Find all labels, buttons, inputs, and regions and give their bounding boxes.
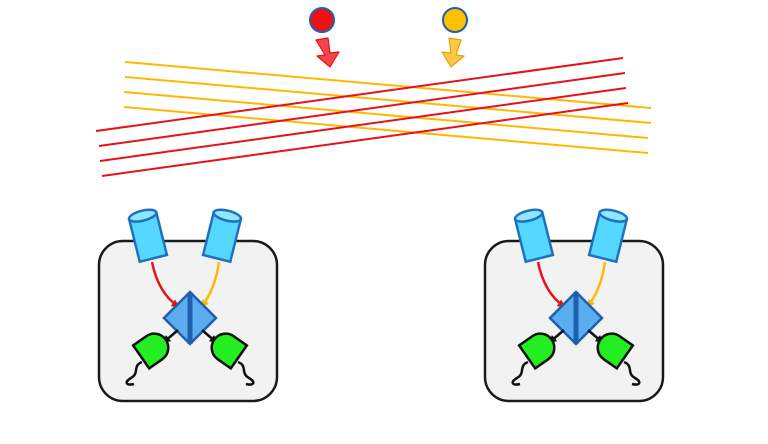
- telescope-left: [513, 208, 555, 264]
- yellow-down-arrow: [441, 37, 465, 68]
- yellow-beam-1: [124, 61, 652, 109]
- detector-left: [131, 332, 170, 371]
- telescope-right: [587, 208, 629, 264]
- red-photon: [309, 7, 335, 33]
- yellow-input-arrow: [586, 261, 607, 308]
- detector-right-cable: [237, 360, 255, 386]
- red-input-arrow: [150, 261, 180, 308]
- detector-right: [210, 332, 249, 371]
- yellow-beam-2: [124, 76, 652, 124]
- detector-right-cable: [623, 360, 641, 386]
- red-input-arrow: [536, 261, 566, 308]
- yellow-beams: [123, 61, 652, 154]
- telescope-right: [201, 208, 243, 264]
- red-beam-2: [98, 72, 626, 147]
- yellow-input-arrow: [200, 261, 221, 308]
- left-station: [97, 208, 279, 403]
- photon-sources: [309, 7, 468, 33]
- telescope-left: [127, 208, 169, 264]
- right-station: [483, 208, 665, 403]
- photon-arrows: [315, 37, 465, 68]
- detector-left: [517, 332, 556, 371]
- red-beam-4: [101, 102, 629, 177]
- yellow-beam-3: [123, 91, 649, 139]
- detector-left-cable: [511, 360, 529, 386]
- detector-left-cable: [125, 360, 143, 386]
- red-beam-3: [99, 87, 627, 162]
- yellow-photon: [442, 7, 468, 33]
- detector-right: [596, 332, 635, 371]
- red-down-arrow: [315, 37, 340, 68]
- red-beam-1: [95, 57, 624, 132]
- red-beams: [95, 57, 629, 177]
